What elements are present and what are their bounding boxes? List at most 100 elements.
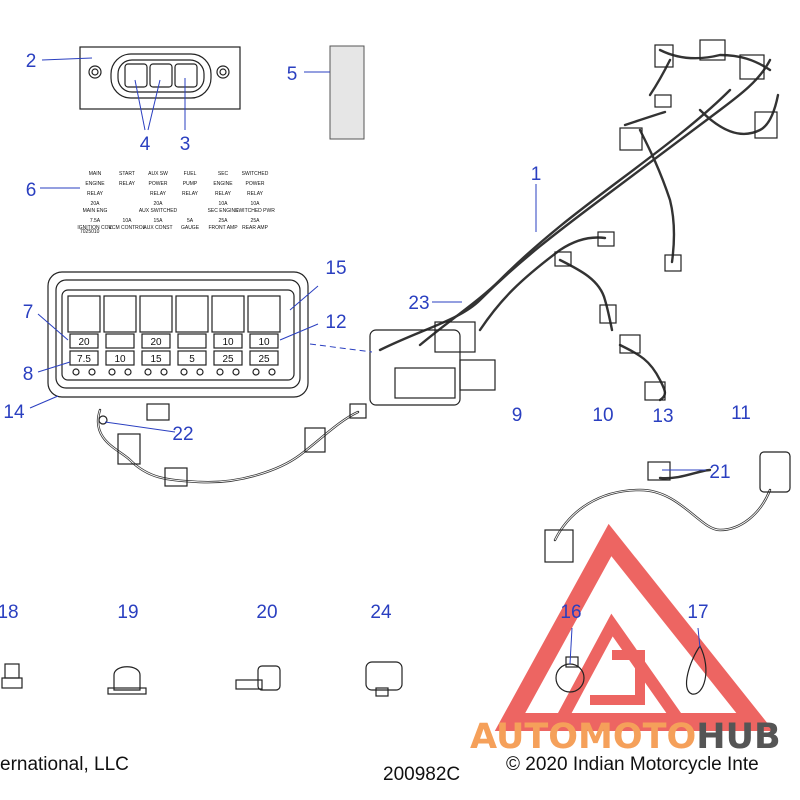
callout-22: 22 bbox=[172, 424, 193, 445]
clip-part-20 bbox=[235, 665, 281, 691]
callout-18: 18 bbox=[0, 602, 19, 623]
fuse-slot-top bbox=[141, 333, 171, 349]
fuse-bottom-value: 10 bbox=[114, 354, 126, 365]
watermark-text: AUTOMOTOHUB bbox=[470, 717, 781, 757]
secondary-harness-part bbox=[544, 451, 791, 563]
decal-bottom-line: AUX CONST bbox=[143, 225, 172, 231]
decal-header-line: RELAY bbox=[215, 191, 232, 197]
fuse-slot-bottom bbox=[69, 350, 99, 366]
decal-bottom-line: 15A bbox=[154, 218, 164, 224]
fuse-box-pin bbox=[252, 368, 260, 376]
decal-top-line: 10A bbox=[219, 201, 229, 207]
decal-header-line: FUEL bbox=[184, 171, 197, 177]
decal-header-line: RELAY bbox=[119, 181, 136, 187]
fuse-slot-bottom bbox=[249, 350, 279, 366]
decal-header-line: RELAY bbox=[87, 191, 104, 197]
decal-top-line: 10A bbox=[251, 201, 261, 207]
decal-header-line: SWITCHED bbox=[242, 171, 269, 177]
fuse-bottom-value: 15 bbox=[150, 354, 162, 365]
fuse-slot-top bbox=[105, 333, 135, 349]
fuse-box-pin bbox=[88, 368, 96, 376]
fuse-bottom-value: 25 bbox=[258, 354, 270, 365]
callout-21: 21 bbox=[709, 462, 730, 483]
footer-copyright: © 2020 Indian Motorcycle Inte bbox=[506, 754, 759, 775]
relay-slot bbox=[139, 295, 173, 333]
connector-part-24 bbox=[365, 661, 403, 697]
decal-header-line: SEC bbox=[218, 171, 229, 177]
decal-header-line: START bbox=[119, 171, 135, 177]
callout-6: 6 bbox=[26, 180, 37, 201]
callout-19: 19 bbox=[117, 602, 138, 623]
relay-plate-part bbox=[79, 46, 241, 110]
decal-header-line: RELAY bbox=[150, 191, 167, 197]
fuse-bottom-value: 7.5 bbox=[77, 354, 91, 365]
decal-header-line: PUMP bbox=[183, 181, 198, 187]
decal-top-line: 20A bbox=[154, 201, 164, 207]
relay-slot bbox=[103, 295, 137, 333]
callout-1: 1 bbox=[531, 164, 542, 185]
decal-bottom-line: VCM CONTROL bbox=[109, 225, 146, 231]
callout-9: 9 bbox=[512, 405, 523, 426]
decal-bottom-line: 5A bbox=[187, 218, 194, 224]
leader-lines bbox=[29, 57, 706, 665]
fuse-slot-top bbox=[249, 333, 279, 349]
fuse-box-pin bbox=[108, 368, 116, 376]
fuse-bottom-value: 5 bbox=[189, 354, 195, 365]
callout-12: 12 bbox=[325, 312, 346, 333]
decal-top-line: SWITCHED PWR bbox=[235, 208, 275, 214]
fastener-part-18 bbox=[1, 663, 23, 689]
fuse-top-value: 20 bbox=[150, 337, 162, 348]
fuse-box-pin bbox=[268, 368, 276, 376]
decal-bottom-line: 25A bbox=[251, 218, 261, 224]
fuse-box-pin bbox=[72, 368, 80, 376]
callout-10: 10 bbox=[592, 405, 613, 426]
fuse-top-value: 10 bbox=[222, 337, 234, 348]
footer-diagram-id: 200982C bbox=[383, 764, 461, 785]
relay-slot bbox=[67, 295, 101, 333]
callout-7: 7 bbox=[23, 302, 34, 323]
decal-bottom-line: 25A bbox=[219, 218, 229, 224]
fuse-box-pin bbox=[196, 368, 204, 376]
relay-slot bbox=[247, 295, 281, 333]
fuse-slot-top bbox=[69, 333, 99, 349]
callout-14: 14 bbox=[3, 402, 25, 423]
decal-bottom-line: REAR AMP bbox=[242, 225, 269, 231]
fuse-box-pin bbox=[124, 368, 132, 376]
watermark-logo bbox=[494, 523, 774, 731]
callout-13: 13 bbox=[652, 406, 673, 427]
callout-2: 2 bbox=[26, 51, 37, 72]
fuse-slot-bottom bbox=[141, 350, 171, 366]
relay-slot bbox=[175, 295, 209, 333]
fuse-top-value: 10 bbox=[258, 337, 270, 348]
clamp-part-19 bbox=[107, 666, 147, 695]
decal-header-line: MAIN bbox=[89, 171, 102, 177]
fuse-box-pin bbox=[216, 368, 224, 376]
callout-4: 4 bbox=[140, 134, 151, 155]
label-block-part bbox=[329, 45, 365, 140]
callout-labels: 1 2 3 4 5 6 7 8 9 10 11 12 13 14 15 16 1… bbox=[0, 51, 751, 623]
callout-15: 15 bbox=[325, 258, 346, 279]
fuse-box-pin bbox=[180, 368, 188, 376]
callout-17: 17 bbox=[687, 602, 708, 623]
decal-header-line: ENGINE bbox=[213, 181, 233, 187]
fuse-slot-bottom bbox=[177, 350, 207, 366]
small-harness-part bbox=[96, 403, 367, 487]
decal-bottom-line: GAUGE bbox=[181, 225, 200, 231]
fuse-slot-top bbox=[177, 333, 207, 349]
fuse-top-value: 20 bbox=[78, 337, 90, 348]
fuse-slot-bottom bbox=[105, 350, 135, 366]
tie-part-17 bbox=[686, 644, 707, 695]
fuse-box-pin bbox=[232, 368, 240, 376]
fuse-box-part: 20 7.5 10 20 15 5 10 25 10 25 bbox=[47, 271, 309, 398]
decal-header-line: POWER bbox=[149, 181, 168, 187]
decal-top-line: MAIN ENG bbox=[83, 208, 108, 214]
fuse-box-pin bbox=[160, 368, 168, 376]
fuse-slot-bottom bbox=[213, 350, 243, 366]
decal-top-line: AUX SWITCHED bbox=[139, 208, 178, 214]
callout-8: 8 bbox=[23, 364, 34, 385]
decal-bottom-line: IGNITION COIL bbox=[77, 225, 113, 231]
decal-header-line: ENGINE bbox=[85, 181, 105, 187]
fuse-bottom-value: 25 bbox=[222, 354, 234, 365]
